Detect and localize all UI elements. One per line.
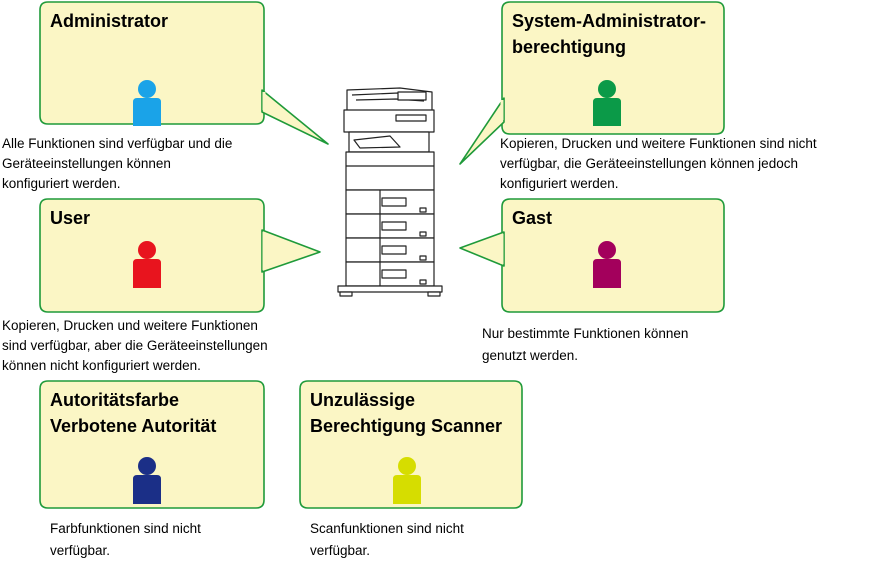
desc-line: Geräteeinstellungen können	[2, 156, 171, 171]
card-administrator	[39, 1, 329, 145]
title-line: Berechtigung Scanner	[310, 416, 503, 436]
desc-line: konfiguriert werden.	[2, 176, 121, 191]
role-description: Farbfunktionen sind nicht verfügbar.	[50, 518, 201, 562]
title-line: System-Administrator-	[512, 11, 707, 31]
card-gast	[459, 198, 725, 313]
role-title: Administrator	[50, 8, 168, 34]
desc-line: verfügbar.	[50, 543, 111, 558]
title-line: Autoritätsfarbe	[50, 390, 180, 410]
person-icon	[593, 241, 621, 288]
role-title: User	[50, 205, 90, 231]
role-title: System-Administrator- berechtigung	[512, 8, 706, 60]
desc-line: genutzt werden.	[482, 348, 579, 363]
role-description: Kopieren, Drucken und weitere Funktionen…	[500, 134, 817, 194]
role-title: Unzulässige Berechtigung Scanner	[310, 387, 502, 439]
role-title: Gast	[512, 205, 552, 231]
desc-line: Farbfunktionen sind nicht	[50, 521, 201, 536]
person-icon	[593, 80, 621, 126]
person-icon	[393, 457, 421, 504]
desc-line: sind verfügbar, aber die Geräteeinstellu…	[2, 338, 268, 353]
card-scanner	[299, 380, 523, 509]
desc-line: Alle Funktionen sind verfügbar und die	[2, 136, 233, 151]
desc-line: Nur bestimmte Funktionen können	[482, 326, 689, 341]
role-title: Autoritätsfarbe Verbotene Autorität	[50, 387, 216, 439]
role-description: Alle Funktionen sind verfügbar und die G…	[2, 134, 232, 194]
desc-line: Kopieren, Drucken und weitere Funktionen	[2, 318, 258, 333]
title-line: berechtigung	[512, 37, 627, 57]
desc-line: konfiguriert werden.	[500, 176, 619, 191]
title-line: Gast	[512, 208, 553, 228]
role-description: Kopieren, Drucken und weitere Funktionen…	[2, 316, 268, 376]
title-line: User	[50, 208, 91, 228]
desc-line: verfügbar.	[310, 543, 371, 558]
desc-line: verfügbar, die Geräteeinstellungen könne…	[500, 156, 798, 171]
printer-icon	[337, 87, 443, 297]
person-icon	[133, 241, 161, 288]
desc-line: Kopieren, Drucken und weitere Funktionen…	[500, 136, 817, 151]
desc-line: können nicht konfiguriert werden.	[2, 358, 201, 373]
card-system-administrator	[459, 1, 725, 165]
role-description: Scanfunktionen sind nicht verfügbar.	[310, 518, 464, 562]
title-line: Administrator	[50, 11, 169, 31]
person-icon	[133, 80, 161, 126]
person-icon	[133, 457, 161, 504]
card-farbe	[39, 380, 265, 509]
title-line: Verbotene Autorität	[50, 416, 217, 436]
role-description: Nur bestimmte Funktionen können genutzt …	[482, 323, 688, 367]
title-line: Unzulässige	[310, 390, 416, 410]
desc-line: Scanfunktionen sind nicht	[310, 521, 464, 536]
